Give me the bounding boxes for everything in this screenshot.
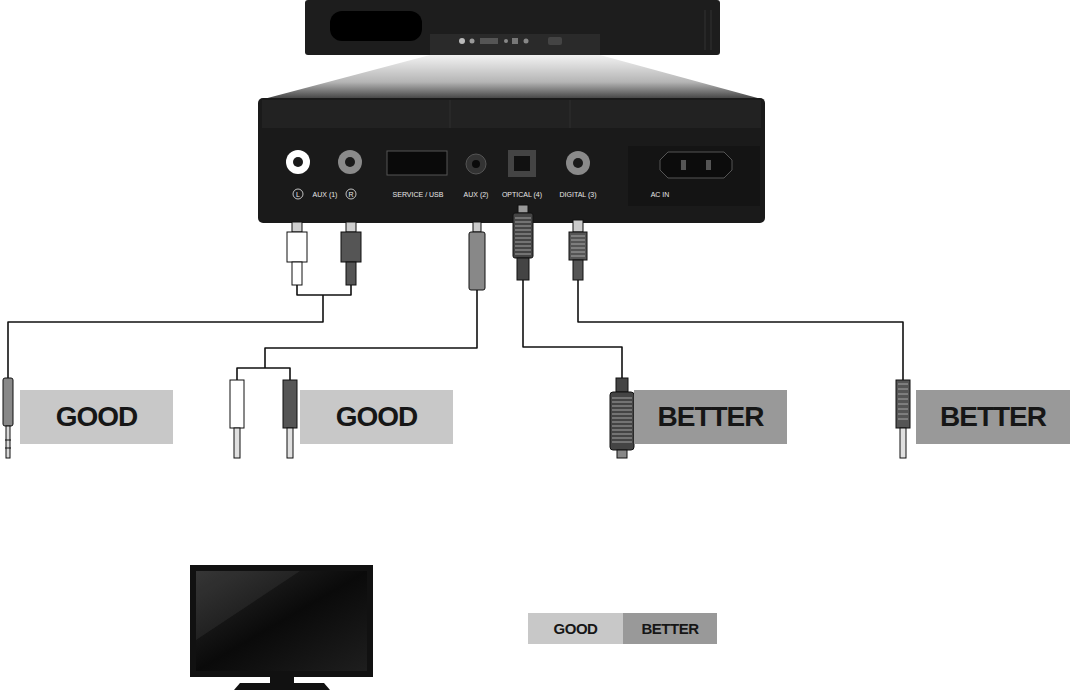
zoom-funnel <box>260 55 765 100</box>
port-label: OPTICAL (4) <box>502 191 542 198</box>
legend-swatch: BETTER <box>623 613 717 644</box>
legend-text: GOOD <box>554 620 598 637</box>
rating-text: GOOD <box>56 401 138 433</box>
legend-swatch: GOOD <box>528 613 623 644</box>
panel-plugs <box>287 205 587 290</box>
port-label: DIGITAL (3) <box>560 191 597 198</box>
cables <box>8 280 903 380</box>
port-label: AC IN <box>651 191 670 198</box>
port-label: AUX (1) <box>313 191 338 198</box>
port-label: L <box>296 191 300 198</box>
port-label: SERVICE / USB <box>393 191 444 198</box>
rating-text: BETTER <box>658 401 764 433</box>
soundbar-top <box>305 0 720 55</box>
port-label: AUX (2) <box>464 191 489 198</box>
rating-text: GOOD <box>336 401 418 433</box>
television <box>190 565 373 690</box>
rating-banner: BETTER <box>916 390 1070 444</box>
port-label: R <box>348 191 353 198</box>
rating-banner: GOOD <box>300 390 453 444</box>
back-panel <box>258 98 765 223</box>
rating-banner: BETTER <box>634 390 787 444</box>
cable-end-plugs <box>3 378 910 458</box>
rating-banner: GOOD <box>20 390 173 444</box>
rating-text: BETTER <box>940 401 1046 433</box>
legend-text: BETTER <box>642 620 699 637</box>
plug-grip-ridges <box>515 218 908 442</box>
